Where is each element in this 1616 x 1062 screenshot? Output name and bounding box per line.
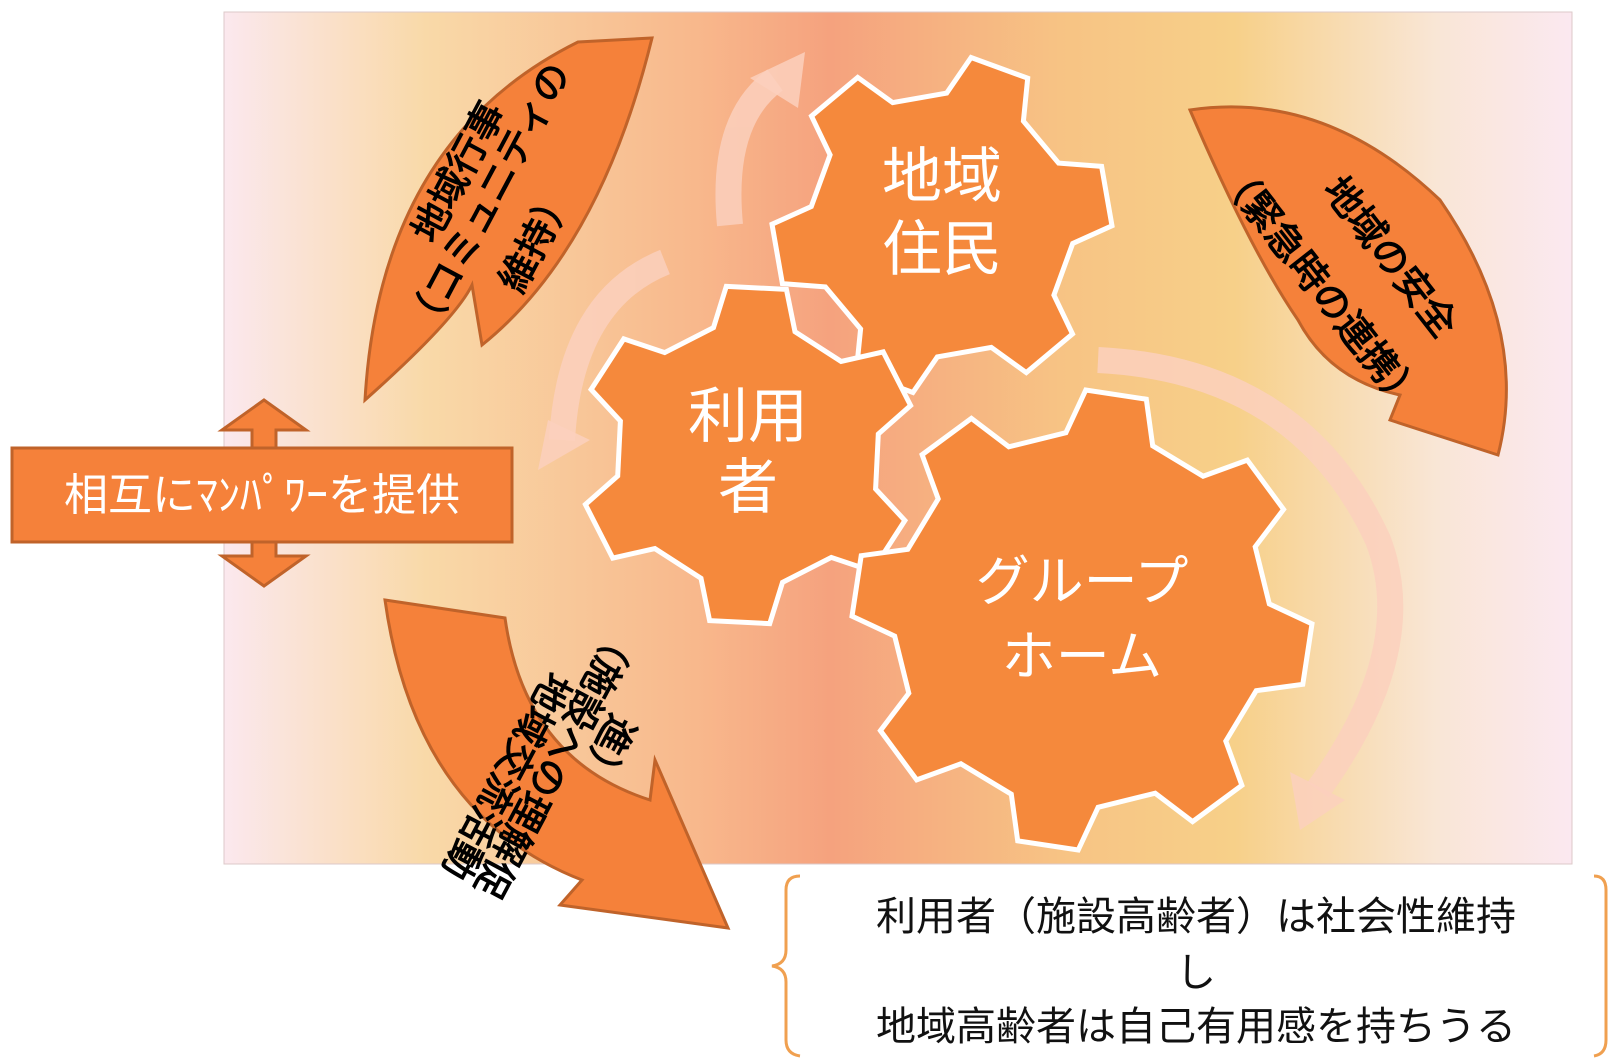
group-home-label-line2: ホーム: [1002, 625, 1162, 688]
users-label-line1: 利用: [688, 382, 808, 452]
safety-arc: [1187, 105, 1508, 457]
note-line2: し: [1176, 950, 1216, 996]
group-home-label-line1: グループ: [976, 550, 1189, 613]
residents-gear: [769, 54, 1115, 396]
manpower-box: [10, 446, 514, 544]
activities-arc: [383, 598, 731, 930]
cycle-arrowheads: [538, 52, 1345, 830]
note-brace: [771, 874, 801, 1058]
cycle-arrows: [549, 69, 1404, 798]
note-line1: 利用者（施設高齢者）は社会性維持: [876, 894, 1516, 940]
manpower-label: 相互にﾏﾝﾊﾟﾜｰを提供: [64, 470, 460, 521]
users-gear: [582, 283, 914, 627]
note-right-edge: [1593, 874, 1608, 1058]
group-home-gear: [849, 387, 1315, 853]
residents-label-line1: 地域: [882, 142, 1002, 212]
community-arc: [363, 36, 654, 404]
residents-label-line2: 住民: [882, 215, 1002, 285]
users-label-line2: 者: [718, 453, 778, 523]
note-line3: 地域高齢者は自己有用感を持ちうる: [876, 1004, 1516, 1050]
